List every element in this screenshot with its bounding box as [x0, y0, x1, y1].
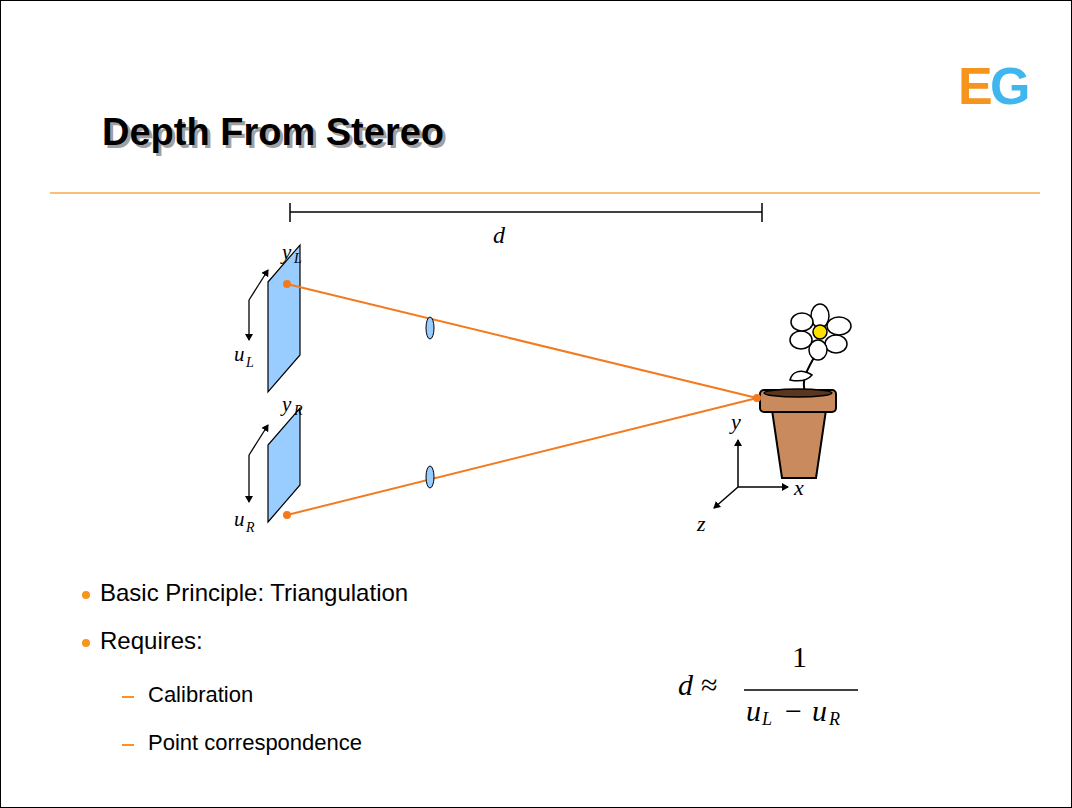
axis-subscript: L — [294, 251, 302, 266]
formula-text: − — [785, 694, 802, 727]
axis-label: y — [282, 241, 291, 264]
axis-label: z — [697, 512, 706, 536]
formula-text: 1 — [792, 640, 807, 673]
logo-letter: G — [990, 58, 1030, 115]
axis-label: y — [731, 410, 741, 434]
axis-label: y — [282, 393, 291, 416]
dimension-label: d — [493, 222, 505, 248]
logo-letter: E — [958, 58, 993, 115]
axis-label: u — [234, 343, 245, 366]
formula-text: u — [812, 694, 827, 727]
axis-subscript: R — [246, 520, 255, 535]
bullet-text: Requires: — [100, 628, 203, 654]
axis-label: u — [234, 508, 245, 531]
axis-subscript: R — [294, 403, 303, 418]
formula-text: u — [746, 694, 761, 727]
formula-text: d ≈ — [678, 668, 717, 701]
formula-subscript: L — [762, 710, 772, 730]
sub-bullet-text: Point correspondence — [148, 731, 362, 755]
slide-title: Depth From Stereo — [102, 112, 444, 154]
sub-bullet-text: Calibration — [148, 683, 253, 707]
axis-label: x — [794, 476, 804, 500]
axis-subscript: L — [246, 355, 254, 370]
bullet-text: Basic Principle: Triangulation — [100, 580, 408, 606]
formula-subscript: R — [829, 710, 840, 730]
